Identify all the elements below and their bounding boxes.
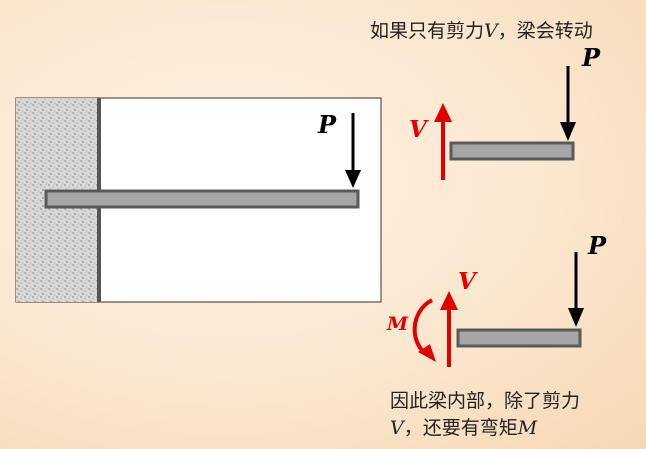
caption-bottom-symbol-v: V <box>390 417 404 439</box>
caption-bottom-line2: V，还要有弯矩M <box>390 415 580 442</box>
cantilever-panel: P <box>15 97 382 303</box>
caption-top-symbol: V <box>484 20 498 42</box>
moment-arrow-icon <box>412 298 436 362</box>
load-label-bottom: P <box>587 231 607 260</box>
caption-bottom-mid: ，还要有弯矩 <box>403 417 518 439</box>
beam-segment-top <box>449 141 575 161</box>
shear-arrow-bottom <box>440 291 458 367</box>
load-arrow-p <box>345 113 361 188</box>
shear-only-segment: P V <box>409 43 601 180</box>
load-label-top: P <box>581 43 601 72</box>
caption-shear-and-moment: 因此梁内部，除了剪力 V，还要有弯矩M <box>390 388 580 442</box>
load-arrow-top <box>560 66 576 141</box>
caption-bottom-symbol-m: M <box>517 417 538 439</box>
caption-top-prefix: 如果只有剪力 <box>370 20 485 42</box>
caption-only-shear: 如果只有剪力V，梁会转动 <box>370 18 593 45</box>
shear-label-bottom: V <box>458 268 478 295</box>
load-arrow-bottom <box>568 252 584 327</box>
moment-label: M <box>386 313 409 335</box>
caption-bottom-line1: 因此梁内部，除了剪力 <box>390 390 581 412</box>
shear-arrow-top <box>434 103 452 180</box>
load-label-p: P <box>317 110 337 139</box>
caption-top-suffix: ，梁会转动 <box>497 20 593 42</box>
cantilever-beam <box>44 189 360 209</box>
shear-moment-segment: P V M <box>386 231 607 367</box>
beam-segment-bottom <box>456 328 582 348</box>
shear-label-top: V <box>409 116 429 143</box>
